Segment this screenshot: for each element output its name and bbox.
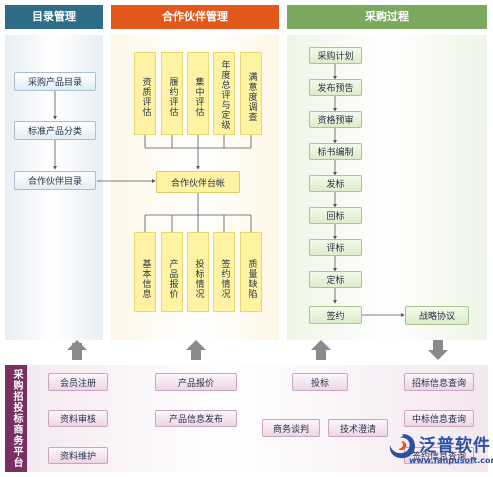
step-purchase-plan[interactable]: 采购计划 xyxy=(309,47,362,64)
vbox-label: 履约评估 xyxy=(167,76,178,117)
vbox-label: 产品报价 xyxy=(167,259,178,299)
data-maintenance[interactable]: 资料维护 xyxy=(48,447,108,464)
catalog-item-partner-directory[interactable]: 合作伙伴目录 xyxy=(14,171,96,190)
partner-top-performance[interactable]: 履约评估 xyxy=(161,52,183,135)
technical-clarification[interactable]: 技术澄清 xyxy=(328,419,388,437)
vbox-label: 签约情况 xyxy=(219,259,230,299)
bid-node[interactable]: 投标 xyxy=(292,373,348,391)
platform-label-text: 采购招投标商务平台 xyxy=(11,369,22,468)
partner-bottom-basic-info[interactable]: 基本信息 xyxy=(134,232,156,312)
partner-top-qualification[interactable]: 资质评估 xyxy=(134,52,156,135)
procurement-header: 采购过程 xyxy=(287,5,487,29)
logo-mark-icon xyxy=(389,434,415,459)
signing-info-query[interactable]: 签约信息查询 xyxy=(404,447,474,464)
vbox-label: 基本信息 xyxy=(140,259,151,299)
product-info-release[interactable]: 产品信息发布 xyxy=(155,410,237,427)
vbox-label: 资质评估 xyxy=(140,76,151,117)
award-info-query[interactable]: 中标信息查询 xyxy=(404,410,474,427)
catalog-header: 目录管理 xyxy=(5,5,103,29)
step-evaluation[interactable]: 评标 xyxy=(309,239,362,256)
partner-header: 合作伙伴管理 xyxy=(111,5,279,29)
strategy-agreement[interactable]: 战略协议 xyxy=(405,306,469,325)
vbox-label: 集中评估 xyxy=(193,76,204,117)
step-tender-docs[interactable]: 标书编制 xyxy=(309,143,362,160)
catalog-item-purchase-products[interactable]: 采购产品目录 xyxy=(14,72,96,91)
vbox-label: 满意度调查 xyxy=(246,71,257,122)
data-review[interactable]: 资料审核 xyxy=(48,410,108,427)
vbox-label: 投标情况 xyxy=(193,259,204,299)
step-sign[interactable]: 签约 xyxy=(309,306,362,324)
partner-bottom-quotation[interactable]: 产品报价 xyxy=(161,232,183,312)
business-negotiation[interactable]: 商务谈判 xyxy=(262,419,320,437)
step-prequalification[interactable]: 资格预审 xyxy=(309,111,362,128)
partner-bottom-bidding[interactable]: 投标情况 xyxy=(187,232,209,312)
partner-top-annual[interactable]: 年度总评与定级 xyxy=(213,52,235,135)
vbox-label: 年度总评与定级 xyxy=(219,60,230,130)
platform-product-quotation[interactable]: 产品报价 xyxy=(155,373,237,391)
partner-top-satisfaction[interactable]: 满意度调查 xyxy=(240,52,262,135)
partner-top-centralized[interactable]: 集中评估 xyxy=(187,52,209,135)
step-award[interactable]: 定标 xyxy=(309,271,362,288)
partner-bottom-quality[interactable]: 质量缺陷 xyxy=(240,232,262,312)
logo-brand-text: 泛普软件 xyxy=(419,436,491,456)
tender-info-query[interactable]: 招标信息查询 xyxy=(404,373,474,391)
step-issue-tender[interactable]: 发标 xyxy=(309,175,362,192)
platform-label: 采购招投标商务平台 xyxy=(5,365,27,472)
partner-bottom-signing[interactable]: 签约情况 xyxy=(213,232,235,312)
vbox-label: 质量缺陷 xyxy=(246,259,257,299)
brand-logo: 泛普软件 www.fanpusoft.com xyxy=(385,430,493,474)
partner-ledger[interactable]: 合作伙伴台帐 xyxy=(156,171,240,193)
step-bid-return[interactable]: 回标 xyxy=(309,207,362,224)
step-publish-notice[interactable]: 发布预告 xyxy=(309,79,362,96)
catalog-item-standard-classification[interactable]: 标准产品分类 xyxy=(14,121,96,140)
logo-url-text: www.fanpusoft.com xyxy=(409,456,493,465)
member-registration[interactable]: 会员注册 xyxy=(48,373,108,391)
